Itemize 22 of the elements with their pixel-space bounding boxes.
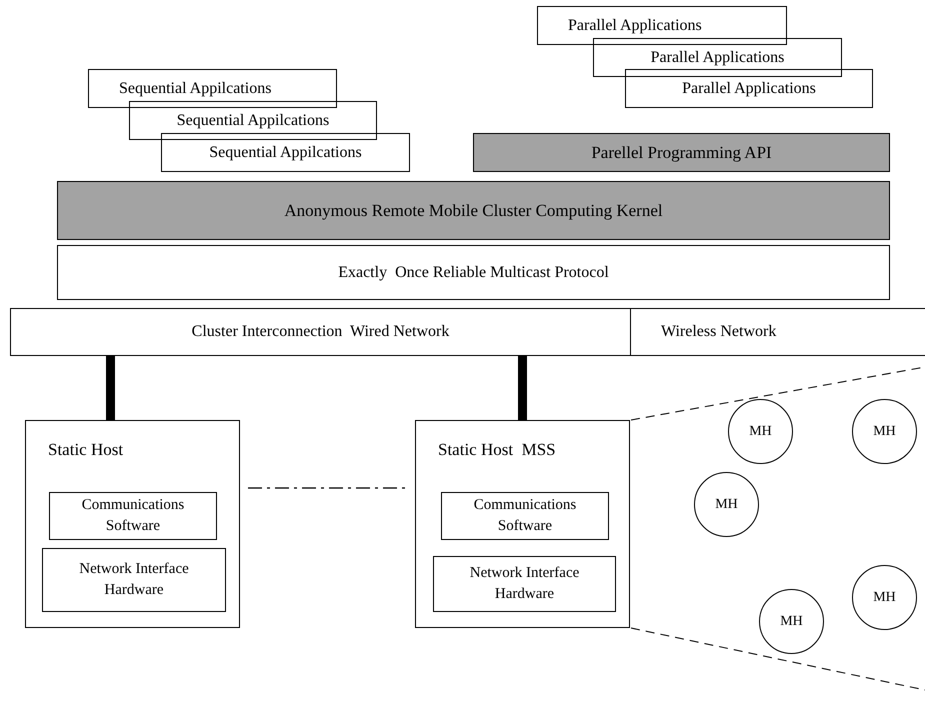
connector: [248, 487, 407, 489]
connector: [106, 356, 115, 420]
layer-box: Parallel Applications: [537, 6, 787, 45]
layer-box: Exactly Once Reliable Multicast Protocol: [57, 245, 890, 300]
layer-box: Parallel Applications: [593, 38, 842, 77]
layer-box: Anonymous Remote Mobile Cluster Computing Kernel: [57, 181, 890, 240]
host-label: Static Host MSS: [438, 439, 556, 461]
layer-box: Sequential Appilcations: [88, 69, 337, 108]
layer-box: Wireless Network: [630, 308, 925, 356]
host-box: [415, 420, 630, 628]
component-box: Network Interface Hardware: [42, 548, 226, 612]
host-box: [25, 420, 240, 628]
layer-box: Cluster Interconnection Wired Network: [10, 308, 631, 356]
layer-box: Sequential Appilcations: [161, 133, 410, 172]
host-label: Static Host: [48, 439, 124, 461]
layer-box: Parellel Programming API: [473, 133, 890, 172]
component-box: Communications Software: [441, 492, 609, 540]
layer-box: Sequential Appilcations: [129, 101, 377, 140]
connector: [518, 356, 527, 420]
layer-box: Parallel Applications: [625, 69, 873, 108]
component-box: Network Interface Hardware: [433, 556, 616, 612]
component-box: Communications Software: [49, 492, 217, 540]
